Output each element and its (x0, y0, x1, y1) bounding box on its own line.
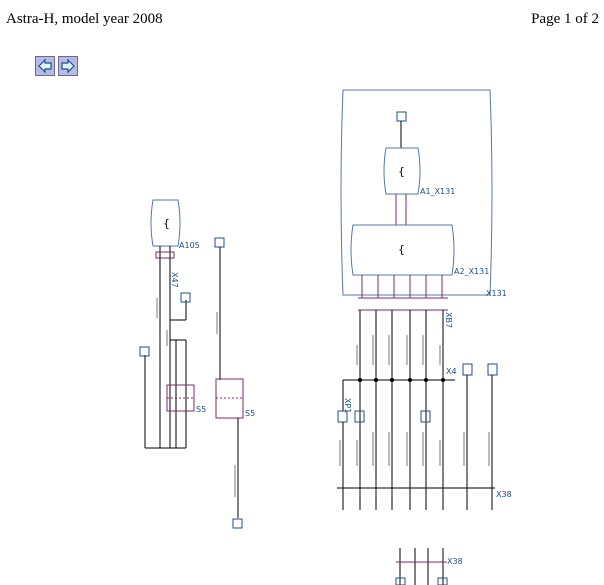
previous-page-button[interactable] (35, 56, 55, 76)
terminal-left-mid (139, 346, 150, 357)
module-a105 (150, 199, 181, 247)
label-a2-x131: A2_X131 (454, 267, 489, 276)
label-xp1: XP1 (343, 398, 352, 413)
terminal-mid-top (214, 237, 225, 248)
label-a1-x131: A1_X131 (420, 187, 455, 196)
connector-x47 (155, 251, 175, 259)
terminal-right-1 (462, 363, 473, 376)
junction-dot (424, 378, 428, 382)
terminal-x131-top (396, 111, 407, 122)
page-indicator: Page 1 of 2 (531, 11, 599, 27)
terminal-mid-bottom (232, 518, 243, 529)
terminal-xp1-second (354, 410, 365, 423)
label-x131: X131 (486, 289, 507, 298)
document-title: Astra-H, model year 2008 (6, 11, 163, 27)
arrow-left-icon (38, 58, 52, 74)
terminal-xp1-right (420, 410, 431, 423)
label-xb7: XB7 (444, 312, 453, 328)
label-x4: X4 (446, 367, 457, 376)
module-a2-x131 (350, 224, 455, 276)
label-x47: X47 (170, 272, 179, 288)
terminal-bottom-right (437, 577, 448, 585)
terminal-left-upper (180, 292, 191, 303)
module-a1-x131 (383, 147, 421, 195)
label-a105: A105 (179, 241, 200, 250)
junction-dot (358, 378, 362, 382)
junction-dot (408, 378, 412, 382)
junction-dot (390, 378, 394, 382)
module-a2-symbol: { (398, 243, 405, 256)
terminal-bottom-left (395, 577, 406, 585)
arrow-right-icon (61, 58, 75, 74)
label-x38: X38 (496, 490, 512, 499)
next-page-button[interactable] (58, 56, 78, 76)
label-s5-right: S5 (245, 409, 255, 418)
junction-dot (441, 378, 445, 382)
terminal-right-2 (487, 363, 498, 376)
label-s5-left: S5 (196, 405, 206, 414)
label-x38-bottom: X38 (447, 557, 463, 566)
junction-dot (374, 378, 378, 382)
module-x131 (340, 89, 493, 296)
module-a105-symbol: { (163, 217, 170, 230)
module-a1-symbol: { (398, 165, 405, 178)
